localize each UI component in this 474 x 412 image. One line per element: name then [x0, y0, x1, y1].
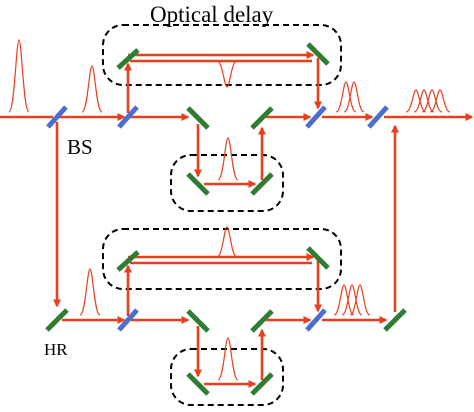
mirror-hr — [45, 308, 69, 332]
pulse-upper-small-delay-1 — [217, 137, 239, 181]
pulse-lower-stage-output-1 — [333, 284, 355, 316]
mirror-lower-1 — [186, 309, 210, 333]
mirror-top-left — [116, 48, 140, 70]
pulse-trains — [8, 39, 451, 381]
pulse-mid-delay-1 — [216, 226, 238, 258]
pulse-input-1 — [8, 39, 30, 113]
beam-splitter-3 — [305, 105, 327, 129]
pulse-upper-stage-output-1 — [335, 81, 357, 113]
mirrors — [45, 42, 407, 396]
mirror-mid-left — [116, 250, 140, 272]
mirror-upper-small-left — [186, 172, 210, 196]
pulse-final-output-2 — [413, 89, 435, 113]
pulse-final-output-4 — [429, 89, 451, 113]
beam-splitter-label: BS — [67, 135, 93, 159]
pulse-final-output-1 — [405, 89, 427, 113]
optical-delay-box-upper-small — [170, 154, 284, 212]
pulse-lower-left-vertical-1 — [79, 268, 101, 316]
beam-splitter-1 — [46, 105, 68, 129]
mirror-upper-1 — [186, 106, 210, 130]
high-reflector-label: HR — [44, 340, 68, 359]
pulse-lower-stage-output-2 — [341, 284, 363, 316]
pulse-final-output-3 — [421, 89, 443, 113]
optical-delay-label: Optical delay — [150, 2, 274, 27]
mirror-lower-small-right — [250, 372, 274, 396]
pulse-lower-stage-output-3 — [349, 284, 371, 316]
mirror-upper-small-right — [250, 172, 274, 196]
mirror-mid-right — [306, 246, 330, 270]
mirror-lower-2 — [250, 309, 274, 333]
optical-delay-box-mid — [102, 228, 342, 290]
pulse-optical-delay-top-1 — [216, 60, 238, 88]
beam-splitter-5 — [117, 308, 139, 332]
optical-delay-box-lower-small — [170, 348, 284, 406]
mirror-lower-small-left — [186, 372, 210, 396]
pulse-lower-small-delay-1 — [217, 337, 239, 381]
beam-splitter-6 — [305, 308, 327, 332]
beam-splitters — [46, 105, 389, 332]
mirror-top-right — [306, 42, 330, 66]
beam-splitter-4 — [367, 105, 389, 129]
mirror-upper-2 — [250, 106, 274, 130]
beam-splitter-2 — [117, 105, 139, 129]
mirror-lower-right — [383, 308, 407, 332]
beam-paths — [0, 51, 474, 388]
pulse-after-first-splitter-1 — [81, 65, 103, 113]
pulse-upper-stage-output-2 — [343, 81, 365, 113]
